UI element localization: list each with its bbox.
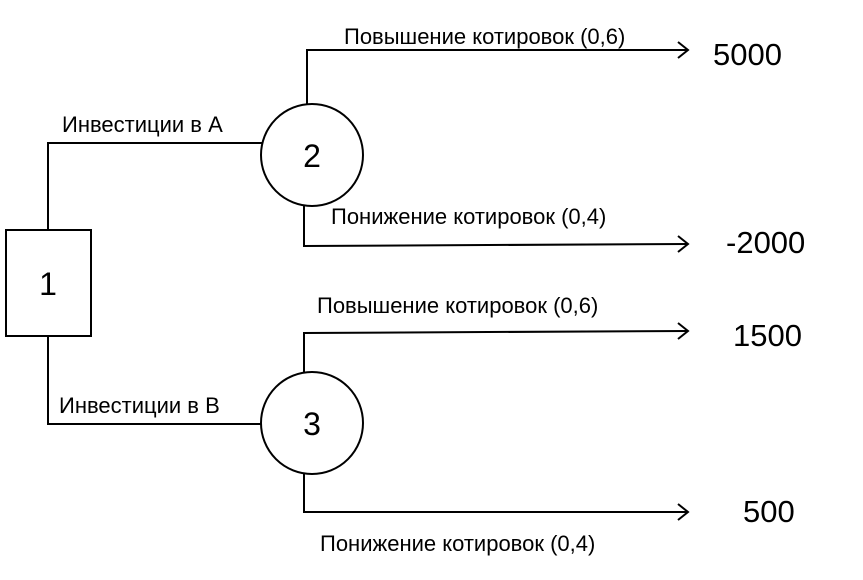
arrow-head-icon (677, 322, 690, 340)
arrow-head-icon (677, 235, 690, 253)
branch-invest-a-line (47, 142, 262, 230)
branch-invest-a-label: Инвестиции в А (62, 112, 223, 137)
chance-node-3-label: 3 (303, 406, 321, 442)
outcome-line-4 (303, 474, 688, 513)
branch-invest-b-line (47, 336, 262, 425)
chance-node-2-label: 2 (303, 138, 321, 174)
outcome-label-1: Повышение котировок (0,6) (344, 24, 625, 49)
outcome-label-4: Понижение котировок (0,4) (320, 531, 595, 556)
decision-node-label: 1 (39, 266, 57, 302)
arrow-head-icon (677, 41, 690, 59)
branch-invest-b-label: Инвестиции в В (59, 393, 220, 418)
chance-node-3 (260, 371, 364, 475)
outcome-line-1 (306, 49, 688, 104)
outcome-value-3: 1500 (733, 318, 802, 353)
outcome-value-4: 500 (743, 494, 795, 529)
outcome-value-1: 5000 (713, 37, 782, 72)
chance-node-2 (260, 103, 364, 207)
outcome-label-2: Понижение котировок (0,4) (331, 204, 606, 229)
outcome-value-2: -2000 (726, 225, 805, 260)
outcome-line-3 (303, 330, 689, 372)
arrow-head-icon (677, 503, 690, 521)
outcome-label-3: Повышение котировок (0,6) (317, 293, 598, 318)
outcome-line-2 (303, 206, 689, 248)
